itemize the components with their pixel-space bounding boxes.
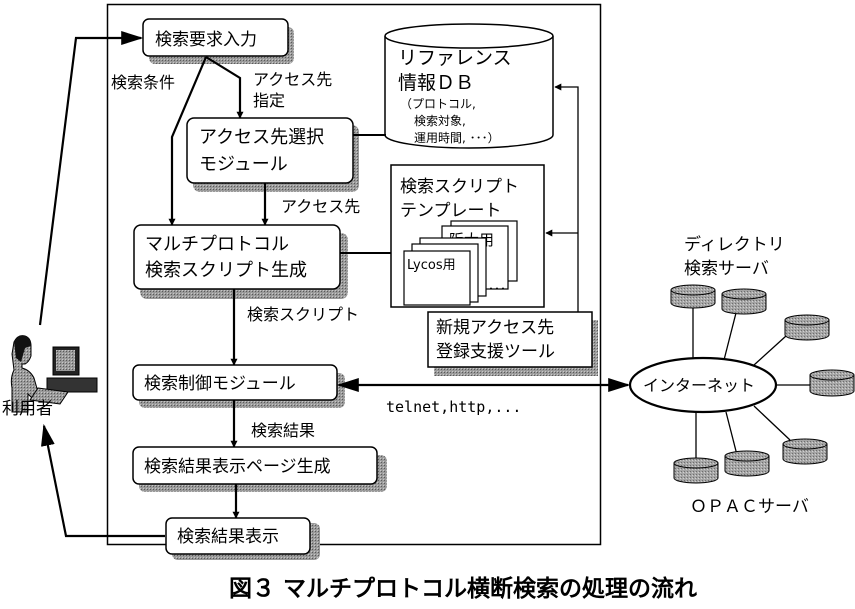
label-search-result: 検索結果 <box>251 421 315 440</box>
module-search-control: 検索制御モジュール <box>132 364 345 408</box>
module-result-page-generation: 検索結果表示ページ生成 <box>132 446 387 492</box>
svg-text:運用時間, ･･･）: 運用時間, ･･･） <box>414 131 500 145</box>
arrow-tool-to-db <box>554 83 579 312</box>
svg-text:テンプレート: テンプレート <box>400 201 502 221</box>
person-at-computer-icon <box>10 335 98 413</box>
opac-servers-label: ＯＰＡＣサーバ <box>690 497 809 517</box>
svg-text:検索要求入力: 検索要求入力 <box>155 30 257 50</box>
script-templates: 検索スクリプト テンプレート 阪大用 Lycos用 ･･･ <box>390 164 545 308</box>
user-figure: 利用者 <box>2 335 98 419</box>
registration-tool: 新規アクセス先 登録支援ツール <box>427 311 598 376</box>
server-db-icon <box>673 457 719 484</box>
label-search-condition: 検索条件 <box>111 73 175 92</box>
svg-text:検索結果表示: 検索結果表示 <box>177 527 279 547</box>
template-more: ･･･ <box>488 282 506 296</box>
server-db-icon <box>782 438 828 465</box>
module-result-display: 検索結果表示 <box>165 517 320 560</box>
svg-text:（プロトコル,: （プロトコル, <box>400 97 476 111</box>
template-page-lycos <box>403 250 471 306</box>
server-db-icon <box>721 288 767 315</box>
server-db-icon <box>809 369 855 397</box>
arrow-request-to-access-select <box>205 56 244 119</box>
user-label: 利用者 <box>2 399 53 419</box>
label-access-spec-2: 指定 <box>253 91 285 110</box>
svg-text:リファレンス: リファレンス <box>398 47 512 69</box>
server-db-icon <box>724 450 770 477</box>
svg-text:情報ＤＢ: 情報ＤＢ <box>398 72 474 94</box>
svg-text:登録支援ツール: 登録支援ツール <box>436 342 555 362</box>
network-links <box>692 306 810 462</box>
label-search-script: 検索スクリプト <box>247 305 359 324</box>
svg-text:検索スクリプト: 検索スクリプト <box>400 177 519 197</box>
server-db-icon <box>784 314 830 341</box>
internet-label: インターネット <box>643 376 755 395</box>
module-script-generation: マルチプロトコル 検索スクリプト生成 <box>133 224 348 299</box>
internet-ellipse <box>628 356 778 414</box>
directory-servers-label-2: 検索サーバ <box>684 259 769 279</box>
svg-text:検索結果表示ページ生成: 検索結果表示ページ生成 <box>144 457 331 477</box>
label-access-spec-1: アクセス先 <box>253 70 332 89</box>
directory-servers-label-1: ディレクトリ <box>684 234 785 255</box>
svg-text:検索スクリプト生成: 検索スクリプト生成 <box>145 260 307 281</box>
arrow-request-to-script-gen <box>168 56 208 226</box>
reference-db: リファレンス 情報ＤＢ （プロトコル, 検索対象, 運用時間, ･･･） <box>384 23 554 149</box>
svg-text:モジュール: モジュール <box>199 154 288 175</box>
internet-network: インターネット ディレクトリ 検索サーバ ＯＰＡＣサーバ <box>628 234 855 517</box>
svg-text:検索対象,: 検索対象, <box>414 114 466 128</box>
module-search-request-input: 検索要求入力 <box>142 18 294 64</box>
svg-text:Lycos用: Lycos用 <box>407 258 456 273</box>
svg-text:アクセス先選択: アクセス先選択 <box>199 127 324 148</box>
svg-text:検索制御モジュール: 検索制御モジュール <box>144 374 296 394</box>
figure-caption: 図３ マルチプロトコル横断検索の処理の流れ <box>229 575 697 602</box>
arrow-display-to-user <box>41 423 165 538</box>
module-access-select: アクセス先選択 モジュール <box>186 117 359 192</box>
label-access-dest: アクセス先 <box>281 197 360 216</box>
label-protocols: telnet,http,... <box>386 398 521 416</box>
arrow-user-to-request <box>38 31 144 326</box>
svg-text:マルチプロトコル: マルチプロトコル <box>145 234 289 255</box>
system-frame <box>106 3 602 546</box>
svg-text:新規アクセス先: 新規アクセス先 <box>436 318 554 338</box>
server-db-icon <box>670 284 716 309</box>
